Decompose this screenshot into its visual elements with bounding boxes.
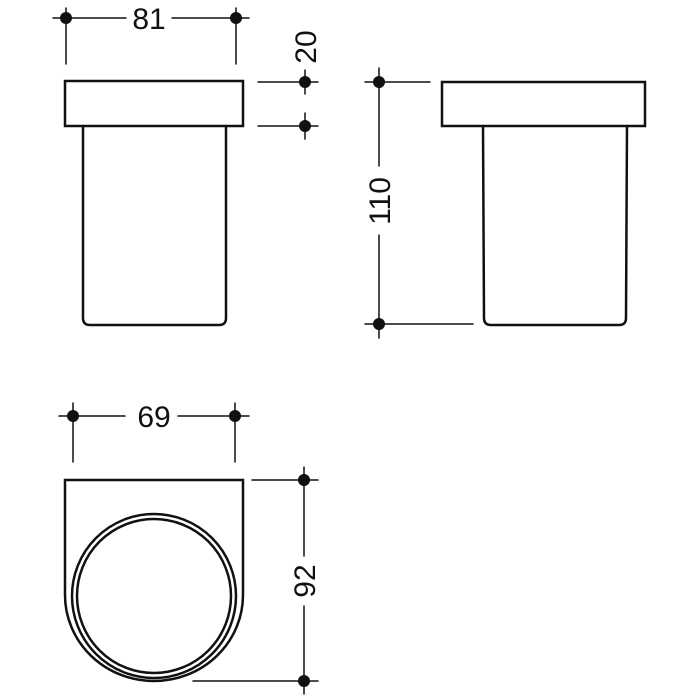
dimension-dot: [299, 76, 311, 88]
dimension-dots: [60, 12, 385, 687]
dimension-dot: [373, 318, 385, 330]
side-view-rim: [440, 80, 647, 128]
label-width-81: 81: [132, 3, 165, 36]
dimension-dot: [229, 410, 241, 422]
label-width-69: 69: [137, 401, 170, 434]
top-view: [63, 478, 245, 683]
top-view-cup-outer-ring: [70, 512, 238, 680]
label-height-110: 110: [364, 177, 397, 225]
dimension-dot: [67, 410, 79, 422]
front-view-rim: [63, 79, 245, 128]
top-view-outline: [63, 478, 245, 683]
dimension-dot: [299, 120, 311, 132]
dimension-dot: [298, 474, 310, 486]
side-view: [440, 80, 647, 327]
dimension-dot: [373, 76, 385, 88]
front-view-cup: [81, 124, 228, 327]
dimension-dot: [298, 675, 310, 687]
front-view: [63, 79, 245, 327]
label-depth-92: 92: [289, 564, 322, 597]
dimension-dot: [230, 12, 242, 24]
side-view-cup: [481, 124, 629, 327]
dimension-dot: [60, 12, 72, 24]
label-rim-height-20: 20: [290, 30, 323, 63]
top-view-cup-inner-ring: [75, 517, 233, 675]
